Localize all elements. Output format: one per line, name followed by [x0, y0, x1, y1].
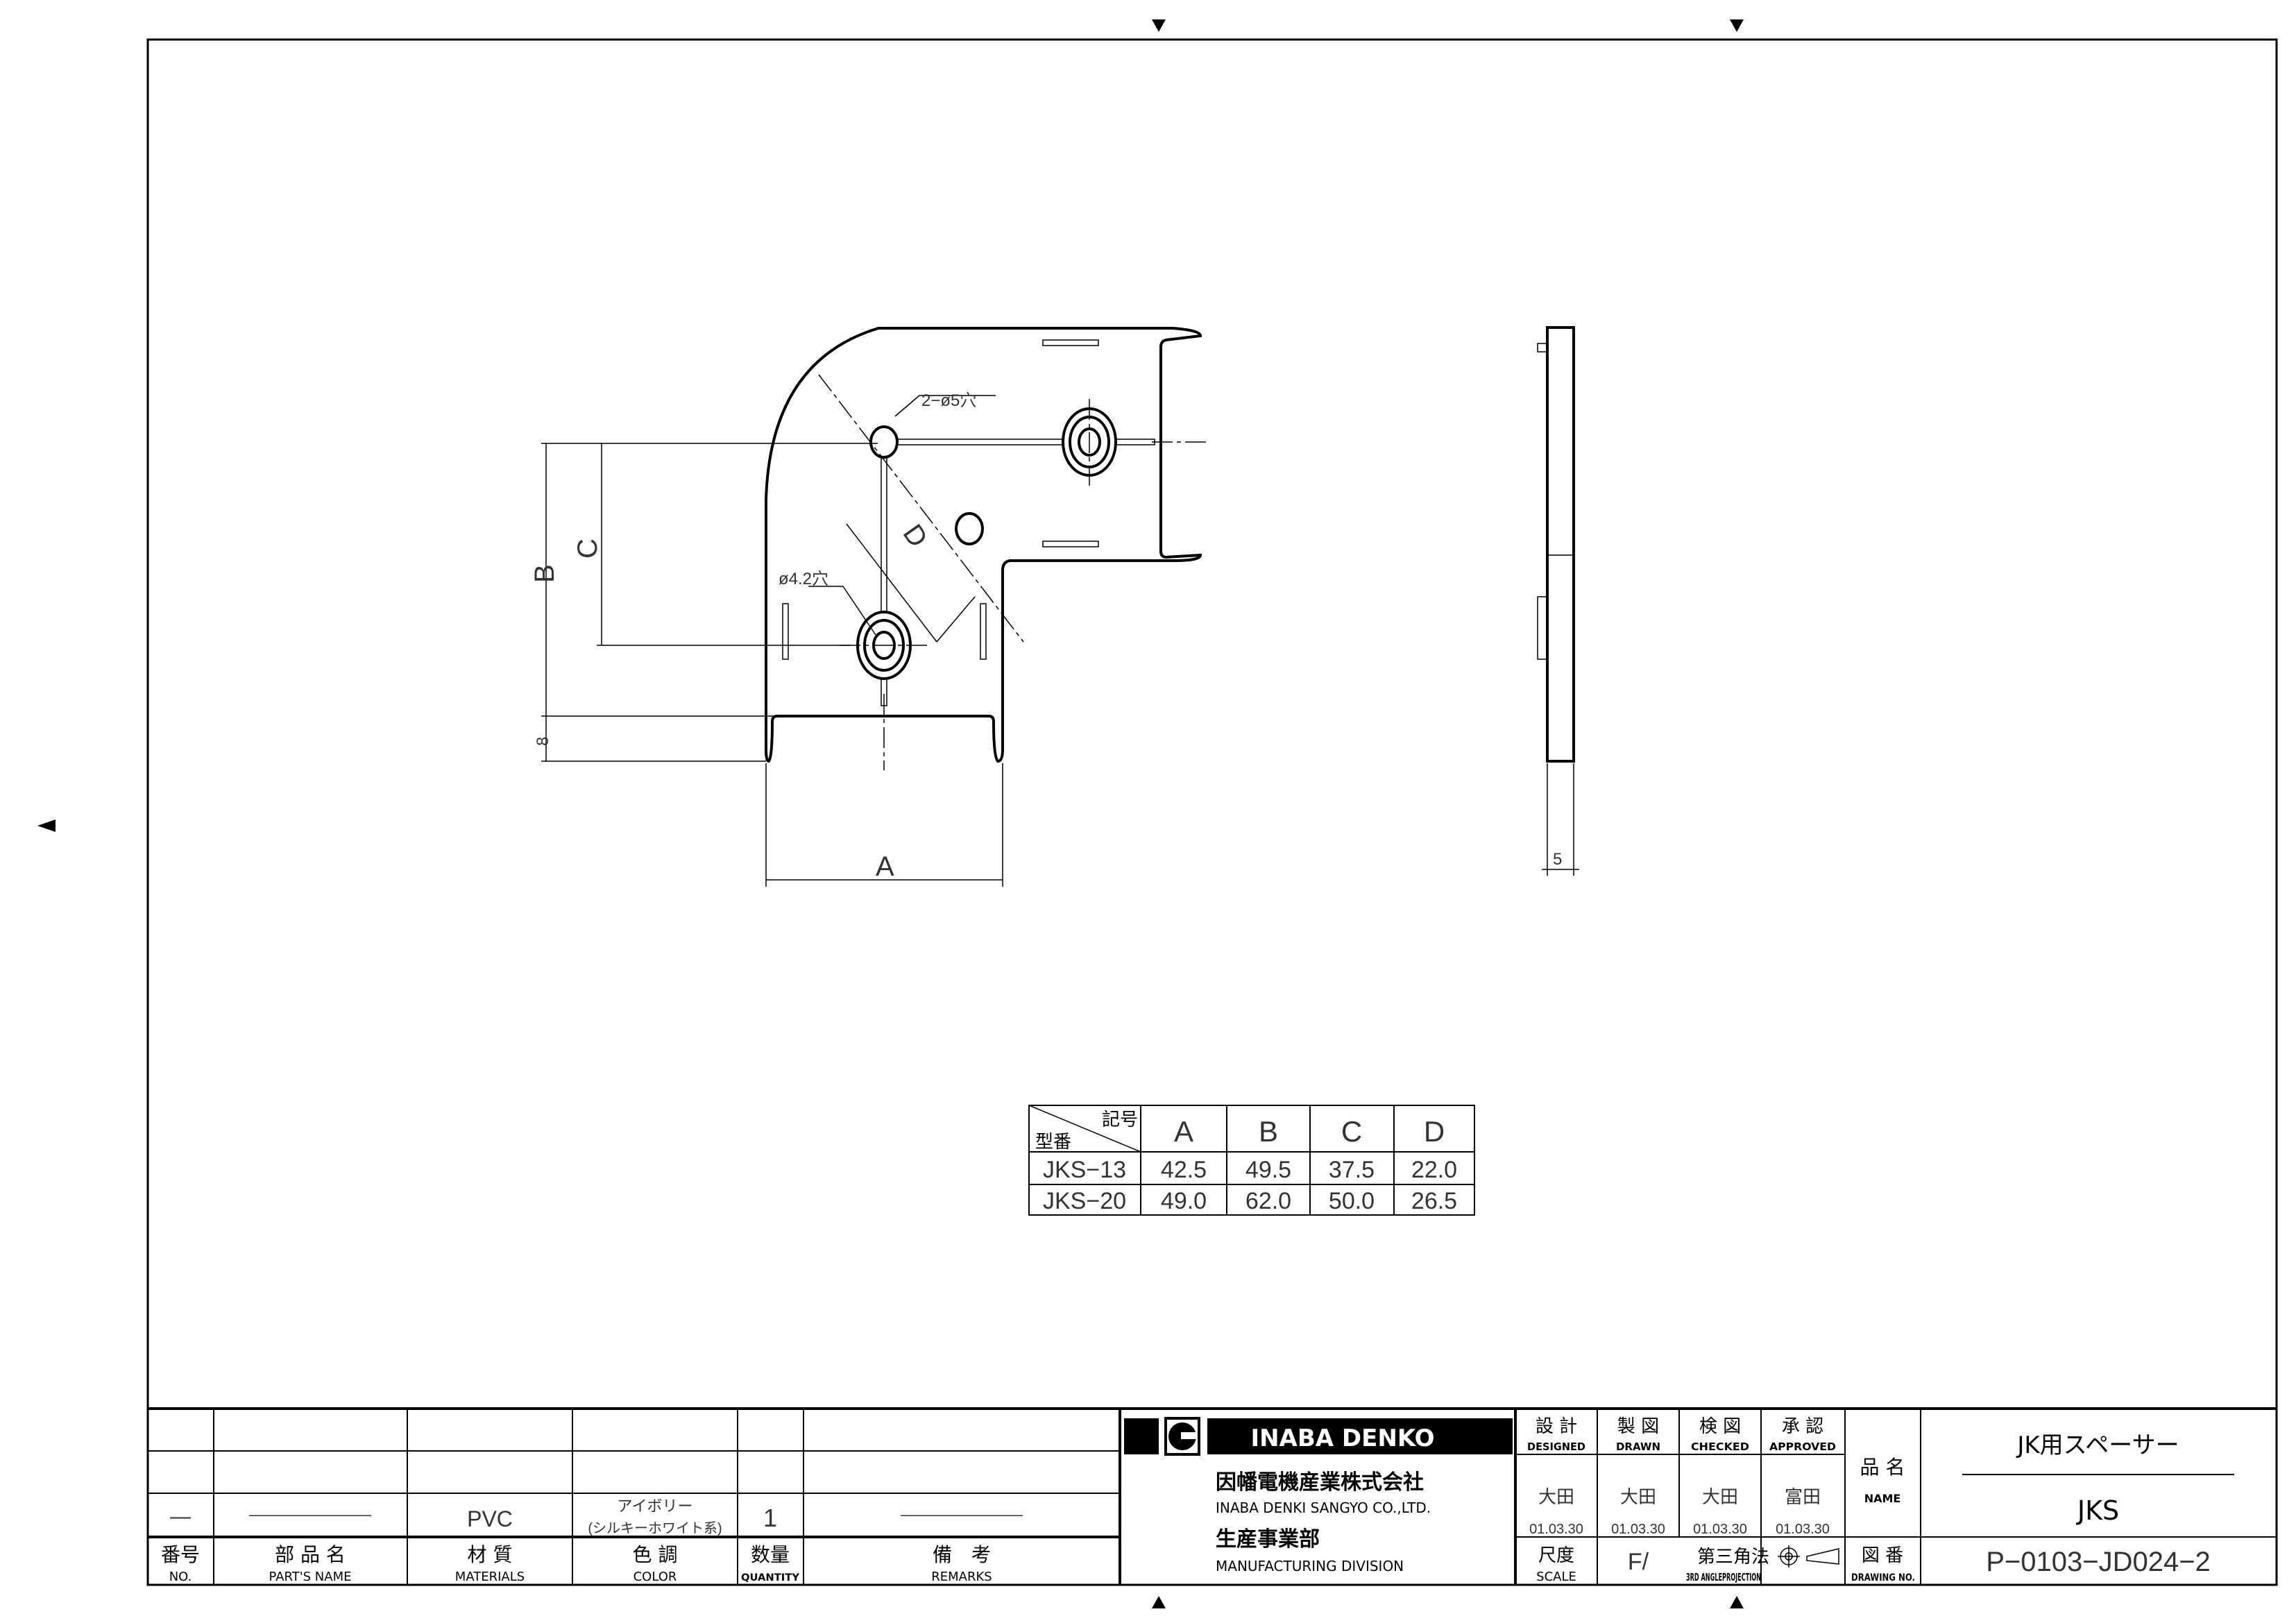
checked-label-en: CHECKED [1691, 1441, 1749, 1453]
table-header: D [1424, 1115, 1445, 1148]
checked-date: 01.03.30 [1693, 1522, 1747, 1537]
header-remarks-en: REMARKS [931, 1570, 992, 1584]
name-label-en: NAME [1864, 1492, 1901, 1505]
part-remarks: ———————— [901, 1506, 1023, 1523]
company-name-jp: 因幡電機産業株式会社 [1216, 1470, 1424, 1495]
parts-list-headers: 番号 NO. 部 品 名 PART'S NAME 材 質 MATERIALS 色… [161, 1543, 992, 1584]
hole-callout-5mm: 2−ø5穴 [921, 391, 976, 410]
checked-label-jp: 検 図 [1699, 1416, 1741, 1437]
center-mark-bottom-left [1152, 1596, 1166, 1608]
table-corner-model: 型番 [1035, 1132, 1071, 1153]
hole-5mm [955, 512, 984, 545]
scale-value: F/ [1628, 1549, 1649, 1575]
dimension-label-8: 8 [534, 737, 552, 746]
part-color-line1: アイボリー [618, 1497, 693, 1515]
parts-list: — ———————— PVC アイボリー (シルキーホワイト系) 1 —————… [148, 1407, 2277, 1585]
header-quantity-en: QUANTITY [741, 1572, 800, 1583]
part-color-line2: (シルキーホワイト系) [588, 1520, 722, 1536]
front-view: B 8 C A D 2−ø5穴 ø4.2穴 [529, 327, 1207, 887]
drafter-name: 大田 [1620, 1486, 1656, 1507]
header-color-jp: 色 調 [633, 1543, 678, 1566]
hole-5mm [869, 425, 899, 459]
table-header: B [1259, 1115, 1278, 1148]
projection-label-jp: 第三角法 [1697, 1547, 1769, 1567]
table-corner-symbol: 記号 [1102, 1110, 1138, 1130]
table-cell: 50.0 [1329, 1188, 1375, 1214]
header-color-en: COLOR [633, 1570, 677, 1584]
scale-label-en: SCALE [1536, 1570, 1576, 1584]
header-no-jp: 番号 [161, 1543, 200, 1566]
product-name-jp: JK用スペーサー [2016, 1431, 2179, 1459]
part-name: ———————— [249, 1506, 371, 1523]
hole-callout-4-2mm: ø4.2穴 [779, 570, 828, 588]
dimension-label-a: A [876, 851, 894, 882]
sheet-border [146, 38, 2278, 1586]
drawing-number: P−0103−JD024−2 [1986, 1547, 2211, 1577]
drawing-no-label-jp: 図 番 [1862, 1545, 1903, 1566]
dimension-label-5: 5 [1553, 850, 1562, 869]
slot [782, 603, 789, 660]
division-jp: 生産事業部 [1216, 1527, 1320, 1552]
product-code: JKS [2076, 1495, 2119, 1526]
third-angle-projection-icon [1778, 1545, 1839, 1567]
designer-name: 大田 [1538, 1486, 1574, 1507]
projection-label-en: 3RD ANGLEPROJECTION [1686, 1571, 1761, 1583]
header-part-name-jp: 部 品 名 [275, 1543, 346, 1566]
dimension-label-b: B [529, 564, 560, 583]
table-cell: 49.0 [1161, 1188, 1207, 1214]
table-cell-model: JKS−13 [1043, 1157, 1126, 1183]
part-no: — [170, 1505, 191, 1528]
approver-name: 富田 [1785, 1486, 1821, 1507]
dimension-label-d: D [897, 519, 934, 553]
table-cell: 22.0 [1411, 1157, 1457, 1183]
drawn-label-en: DRAWN [1616, 1441, 1660, 1453]
designed-label-en: DESIGNED [1527, 1441, 1585, 1453]
center-mark-top-right [1730, 19, 1744, 32]
table-cell: 37.5 [1329, 1157, 1375, 1183]
slot [1042, 541, 1099, 547]
center-mark-left [37, 819, 56, 832]
table-header: A [1174, 1115, 1193, 1148]
table-cell: 26.5 [1411, 1188, 1457, 1214]
part-quantity: 1 [763, 1504, 777, 1532]
part-outline [765, 327, 1202, 763]
header-materials-en: MATERIALS [455, 1570, 525, 1584]
slot [1042, 339, 1099, 346]
header-remarks-jp: 備 考 [933, 1543, 991, 1566]
header-quantity-jp: 数量 [751, 1543, 790, 1566]
approval-block: 設 計 DESIGNED 大田 01.03.30 製 図 DRAWN 大田 01… [1514, 1409, 2277, 1585]
approved-label-en: APPROVED [1769, 1441, 1836, 1453]
division-en: MANUFACTURING DIVISION [1216, 1558, 1404, 1574]
company-block: INABA DENKO 因幡電機産業株式会社 INABA DENKI SANGY… [1124, 1417, 1513, 1574]
dimension-label-c: C [572, 538, 603, 559]
header-no-en: NO. [169, 1570, 192, 1584]
name-label-jp: 品 名 [1860, 1456, 1905, 1479]
table-header: C [1341, 1115, 1362, 1148]
header-part-name-en: PART'S NAME [269, 1570, 352, 1584]
table-cell: 62.0 [1245, 1188, 1291, 1214]
scale-label-jp: 尺度 [1538, 1545, 1574, 1566]
drawing-no-label-en: DRAWING NO. [1851, 1572, 1915, 1583]
table-cell-model: JKS−20 [1043, 1188, 1126, 1214]
approved-label-jp: 承 認 [1782, 1416, 1823, 1437]
spec-table: 記号 型番 A B C D JKS−13 42.5 49.5 37.5 22.0… [1028, 1105, 1475, 1216]
designed-label-jp: 設 計 [1536, 1416, 1577, 1437]
drawn-label-jp: 製 図 [1617, 1416, 1659, 1437]
slot [980, 603, 987, 660]
header-materials-jp: 材 質 [468, 1543, 513, 1566]
drawn-date: 01.03.30 [1611, 1522, 1665, 1537]
company-name-en: INABA DENKI SANGYO CO.,LTD. [1216, 1499, 1431, 1516]
table-cell: 49.5 [1245, 1157, 1291, 1183]
center-mark-bottom-right [1730, 1596, 1744, 1608]
checker-name: 大田 [1702, 1486, 1738, 1507]
center-mark-top-left [1152, 19, 1166, 32]
side-view: 5 [1537, 326, 1579, 876]
designed-date: 01.03.30 [1529, 1522, 1583, 1537]
company-logo-text: INABA DENKO [1250, 1425, 1434, 1452]
approved-date: 01.03.30 [1776, 1522, 1830, 1537]
table-cell: 42.5 [1161, 1157, 1207, 1183]
part-material: PVC [467, 1506, 513, 1531]
